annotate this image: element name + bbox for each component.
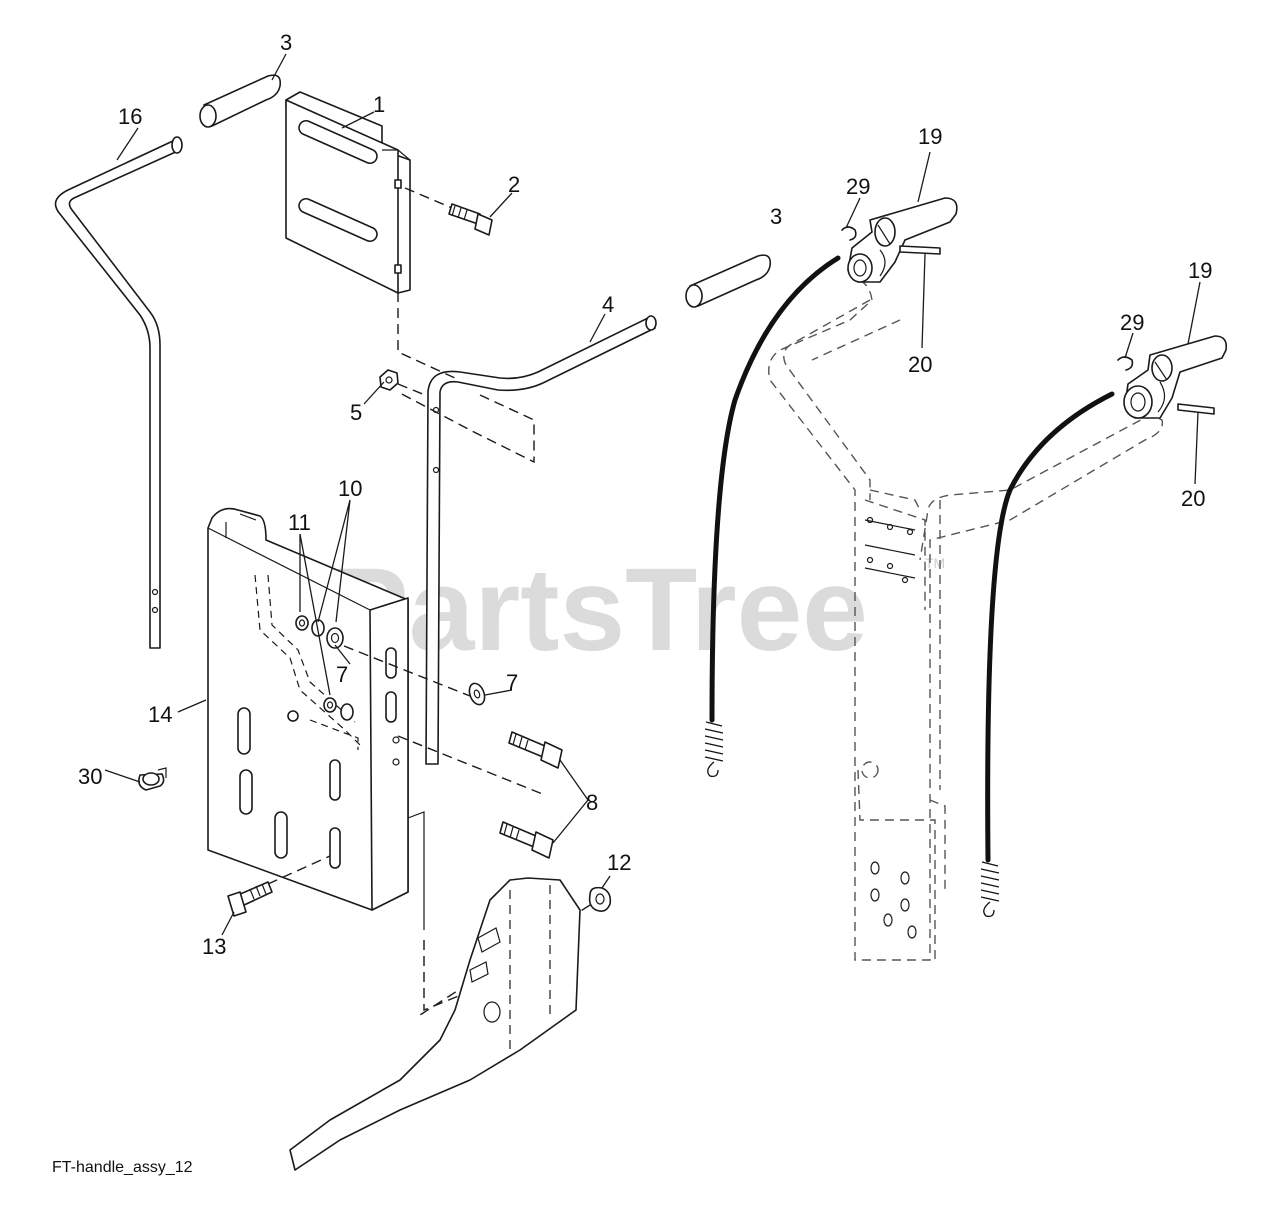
callout-7-left: 7 bbox=[336, 662, 348, 687]
callout-13: 13 bbox=[202, 934, 226, 959]
part-8-bolts bbox=[499, 731, 563, 859]
callout-16: 16 bbox=[118, 104, 142, 129]
part-7-washer bbox=[468, 682, 486, 706]
part-16-upper-handle bbox=[54, 136, 183, 649]
part-1-slotted-bracket bbox=[285, 91, 411, 294]
callout-1: 1 bbox=[373, 92, 385, 117]
control-cables bbox=[704, 255, 1115, 918]
alignment-line-1-4 bbox=[397, 292, 535, 464]
callout-5: 5 bbox=[350, 400, 362, 425]
leader-lines bbox=[104, 53, 1201, 936]
callout-3-left: 3 bbox=[280, 30, 292, 55]
callout-20-lower: 20 bbox=[1181, 486, 1205, 511]
part-19-control-lever-lower bbox=[1117, 335, 1228, 419]
callout-11: 11 bbox=[288, 510, 311, 535]
callout-12: 12 bbox=[607, 850, 631, 875]
part-19-control-lever-upper bbox=[841, 197, 958, 283]
callout-30: 30 bbox=[78, 764, 102, 789]
part-5-nut bbox=[379, 369, 426, 396]
callout-2: 2 bbox=[508, 172, 520, 197]
part-3-grip-left bbox=[199, 74, 282, 128]
callout-7-right: 7 bbox=[506, 670, 518, 695]
callout-29-lower: 29 bbox=[1120, 310, 1144, 335]
callout-8: 8 bbox=[586, 790, 598, 815]
watermark-trademark: TM bbox=[925, 555, 945, 571]
callout-29-upper: 29 bbox=[846, 174, 870, 199]
callout-19-upper: 19 bbox=[918, 124, 942, 149]
part-13-bolt bbox=[227, 855, 331, 917]
callout-4: 4 bbox=[602, 292, 614, 317]
callout-10: 10 bbox=[338, 476, 362, 501]
figure-code: FT-handle_assy_12 bbox=[52, 1159, 193, 1176]
watermark-text: PartsTree bbox=[330, 544, 868, 676]
callout-labels: 16 3 1 2 3 4 5 10 11 7 7 14 30 8 12 13 2… bbox=[78, 30, 1212, 959]
mower-frame-section bbox=[289, 877, 581, 1171]
part-2-bolt bbox=[404, 187, 493, 236]
callout-20-upper: 20 bbox=[908, 352, 932, 377]
part-10-11-7-hardware bbox=[295, 615, 546, 796]
callout-14: 14 bbox=[148, 702, 172, 727]
part-30-clamp bbox=[138, 767, 167, 791]
part-3-grip-middle bbox=[685, 254, 772, 308]
watermark: PartsTree TM bbox=[330, 544, 945, 676]
callout-3-middle: 3 bbox=[770, 204, 782, 229]
part-14-frame-bracket bbox=[207, 507, 499, 1012]
callout-19-lower: 19 bbox=[1188, 258, 1212, 283]
part-4-lower-handle bbox=[425, 315, 657, 765]
ghost-handle-assembly bbox=[768, 279, 1164, 961]
